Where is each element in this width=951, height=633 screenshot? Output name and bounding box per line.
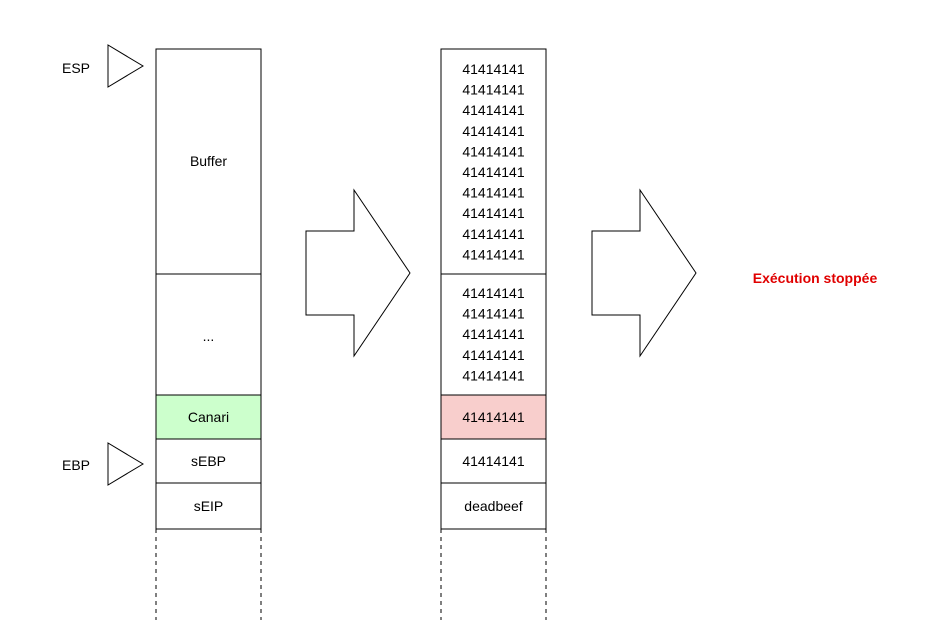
seip-label: sEIP: [194, 498, 224, 514]
buffer-cell: [155, 48, 262, 275]
hex-line: 41414141: [462, 205, 525, 221]
hex-line: 41414141: [462, 143, 525, 159]
esp-pointer-icon: [107, 44, 144, 88]
hex-line: 41414141: [462, 82, 525, 98]
ellipsis-label: ...: [203, 328, 215, 344]
transition-arrow-icon: [305, 188, 411, 358]
hex-line: 41414141: [462, 164, 525, 180]
padding-cell: [155, 273, 262, 396]
overflow-padding-lines: 41414141 41414141 41414141 41414141 41414141: [462, 285, 525, 383]
buffer-label: Buffer: [190, 153, 227, 169]
hex-line: 41414141: [462, 347, 525, 363]
left-stack: Buffer ... Canari sEBP sEIP: [155, 48, 262, 620]
overwritten-sebp-value: 41414141: [462, 453, 525, 469]
seip-cell: [155, 482, 262, 530]
hex-line: 41414141: [462, 367, 525, 383]
execution-stopped-label: Exécution stoppée: [753, 270, 878, 286]
overflow-buffer-cell: [440, 48, 547, 275]
overwritten-seip-value: deadbeef: [464, 498, 523, 514]
overwritten-canary-cell: [440, 394, 547, 440]
hex-line: 41414141: [462, 285, 525, 301]
canary-cell: [155, 394, 262, 440]
hex-line: 41414141: [462, 61, 525, 77]
overwritten-seip-cell: [440, 482, 547, 530]
hex-line: 41414141: [462, 246, 525, 262]
esp-label: ESP: [62, 60, 90, 76]
sebp-label: sEBP: [191, 453, 226, 469]
ebp-label: EBP: [62, 457, 90, 473]
hex-line: 41414141: [462, 102, 525, 118]
result-arrow-icon: [591, 188, 697, 358]
overwritten-canary-value: 41414141: [462, 409, 525, 425]
hex-line: 41414141: [462, 226, 525, 242]
right-stack: 4141414141414141414141414141414141414141…: [440, 48, 547, 620]
ebp-pointer-icon: [107, 442, 144, 486]
overflow-buffer-lines: 41414141 41414141 41414141 41414141 41414141…: [462, 61, 525, 262]
overflow-padding-cell: [440, 273, 547, 396]
hex-line: 41414141: [462, 326, 525, 342]
canary-label: Canari: [188, 409, 229, 425]
sebp-cell: [155, 438, 262, 484]
hex-line: 41414141: [462, 123, 525, 139]
hex-line: 41414141: [462, 185, 525, 201]
hex-line: 41414141: [462, 306, 525, 322]
